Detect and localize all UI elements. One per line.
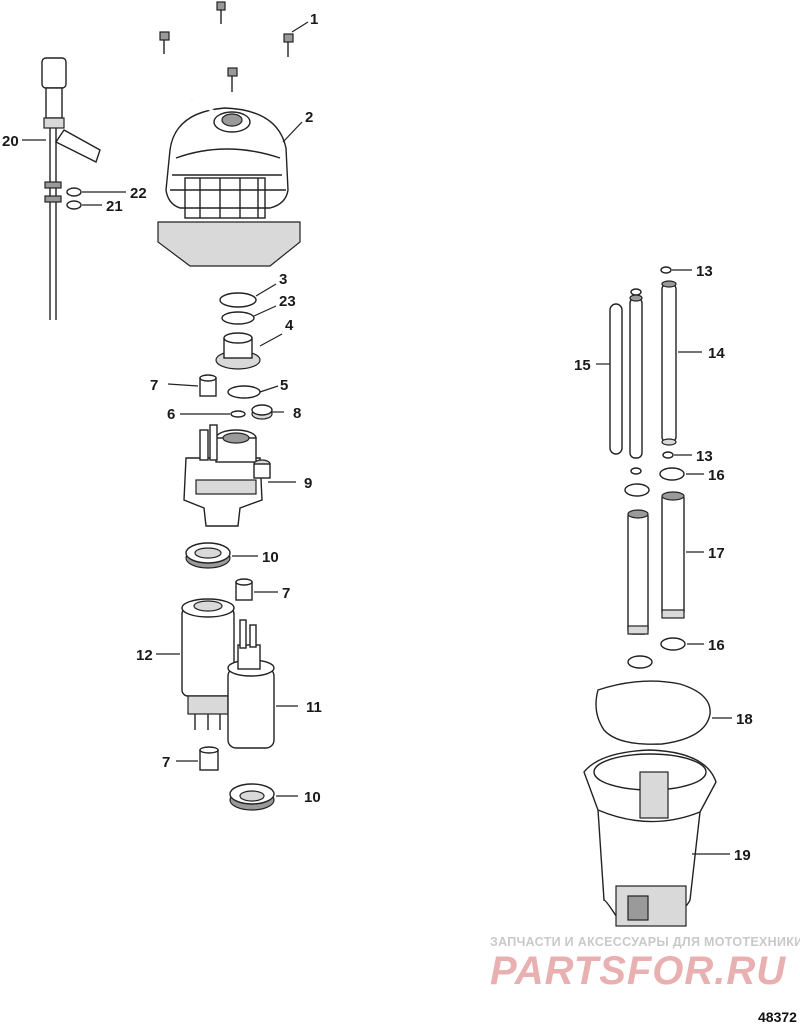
o-ring-5 (227, 385, 261, 399)
tube-17-right (661, 491, 685, 619)
screw-top (216, 1, 226, 24)
o-ring-21 (66, 200, 82, 210)
callout-13b: 13 (696, 448, 713, 465)
callout-8: 8 (293, 405, 301, 422)
o-ring-left (624, 483, 650, 497)
tube-15 (609, 303, 623, 455)
bushing-7-top (199, 374, 217, 397)
callout-13a: 13 (696, 263, 713, 280)
callout-2: 2 (305, 109, 313, 126)
o-ring-bottom-left (627, 655, 653, 669)
leader-4 (259, 333, 283, 347)
fuel-pump-11 (227, 619, 275, 749)
callout-20: 20 (2, 133, 19, 150)
o-ring-16-bottom (660, 637, 686, 651)
screw-center (227, 67, 238, 92)
callout-10a: 10 (262, 549, 279, 566)
tube-14 (661, 280, 677, 446)
o-ring-3 (219, 292, 257, 308)
callout-23: 23 (279, 293, 296, 310)
callout-19: 19 (734, 847, 751, 864)
callout-21: 21 (106, 198, 123, 215)
fuel-cooler-cap (157, 98, 301, 267)
leader-5 (259, 385, 279, 393)
leader-7a (167, 383, 199, 387)
leader-3 (255, 283, 277, 297)
pressure-regulator (215, 332, 261, 370)
watermark-tagline: ЗАПЧАСТИ И АКСЕССУАРЫ ДЛЯ МОТОТЕХНИКИ (490, 935, 800, 949)
callout-5: 5 (280, 377, 288, 394)
gasket-18 (595, 680, 711, 745)
callout-15: 15 (574, 357, 591, 374)
tube-17-left (627, 509, 649, 635)
pump-housing (183, 424, 271, 527)
bushing-7-bottom (199, 746, 219, 771)
callout-10b: 10 (304, 789, 321, 806)
callout-17: 17 (708, 545, 725, 562)
callout-7a: 7 (150, 377, 158, 394)
o-ring-23 (221, 311, 255, 325)
callout-4: 4 (285, 317, 294, 334)
callout-1: 1 (310, 11, 318, 28)
callout-6: 6 (167, 406, 175, 423)
leader-1 (291, 21, 309, 33)
o-ring-13-bottom (662, 451, 674, 459)
callout-16b: 16 (708, 637, 725, 654)
callout-3: 3 (279, 271, 287, 288)
callout-7b: 7 (282, 585, 290, 602)
o-ring-13-top (660, 266, 672, 274)
screw-right (283, 33, 294, 57)
o-ring-6 (230, 410, 246, 418)
seal-8 (251, 404, 273, 420)
callout-18: 18 (736, 711, 753, 728)
tube-center (629, 288, 643, 459)
leader-2 (282, 121, 303, 143)
callout-11: 11 (306, 699, 322, 716)
wire-harness-20 (41, 57, 101, 320)
callout-9: 9 (304, 475, 312, 492)
o-ring-22 (66, 187, 82, 197)
leader-23 (253, 305, 277, 317)
fuel-pump-12 (181, 598, 235, 730)
figure-number: 48372 (758, 1009, 797, 1025)
callout-16a: 16 (708, 467, 725, 484)
bushing-7-middle (235, 578, 253, 601)
callout-7c: 7 (162, 754, 170, 771)
fuel-bowl-19 (583, 749, 717, 927)
callout-14: 14 (708, 345, 725, 362)
screw-left (159, 31, 170, 54)
seal-10-upper (185, 542, 231, 569)
callout-22: 22 (130, 185, 147, 202)
watermark-logo: PARTSFOR.RU (490, 949, 786, 993)
o-ring-16-top (659, 467, 685, 481)
seal-10-lower (229, 783, 275, 811)
callout-12: 12 (136, 647, 153, 664)
o-ring-small (630, 467, 642, 475)
